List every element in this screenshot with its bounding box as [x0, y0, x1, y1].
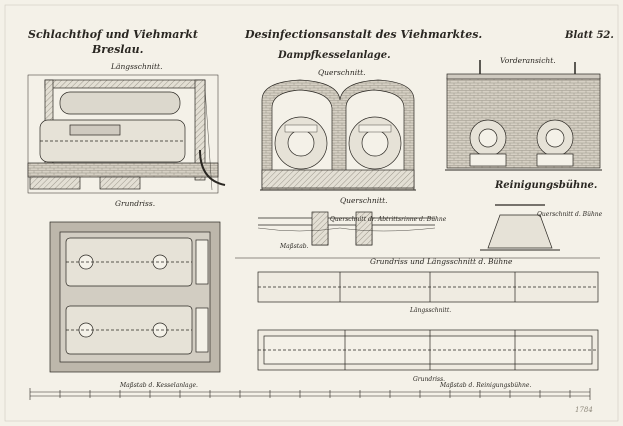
scale-bars: [29, 388, 591, 400]
abtrittsrinne-section: [257, 211, 436, 246]
title-left-2: Breslau.: [92, 43, 144, 56]
laengsschnitt-label: Längsschnitt.: [111, 62, 163, 71]
grundriss-laengsschnitt-label: Grundriss und Längsschnitt d. Bühne: [370, 257, 513, 266]
abtrittsrinne-label: Querschnitt dr. Abtrittsrinne d. Bühne: [330, 216, 447, 223]
grundriss-small-label: Grundriss.: [413, 376, 446, 383]
sheet-number: Blatt 52.: [565, 30, 614, 41]
massstab-reinigung-label: Maßstab d. Reinigungsbühne.: [440, 382, 532, 389]
laengsschnitt-drawing: [27, 74, 226, 194]
grundriss-label: Grundriss.: [115, 199, 156, 208]
pencil-note: 1784: [575, 406, 593, 414]
querschnitt-buehne-label: Querschnitt d. Bühne: [537, 211, 603, 218]
title-left-1: Schlachthof und Viehmarkt: [28, 28, 198, 41]
reinigungsbuehne-label: Reinigungsbühne.: [495, 180, 598, 191]
title-center-sub: Dampfkesselanlage.: [278, 50, 391, 61]
buehne-plan: [235, 257, 600, 371]
laengsschnitt-small-label: Längsschnitt.: [410, 307, 452, 314]
vorderansicht-label: Vorderansicht.: [500, 56, 556, 65]
title-center: Desinfectionsanstalt des Viehmarktes.: [245, 28, 483, 41]
buehne-querschnitt: [480, 204, 560, 251]
querschnitt-drawing: [260, 79, 416, 191]
vorderansicht-drawing: [445, 60, 602, 171]
massstab-small-label: Maßstab.: [280, 243, 309, 250]
grundriss-drawing: [49, 221, 221, 373]
querschnitt-label: Querschnitt.: [318, 68, 366, 77]
massstab-kessel-label: Maßstab d. Kesselanlage.: [120, 382, 198, 389]
querschnitt-small-label: Querschnitt.: [340, 196, 388, 205]
